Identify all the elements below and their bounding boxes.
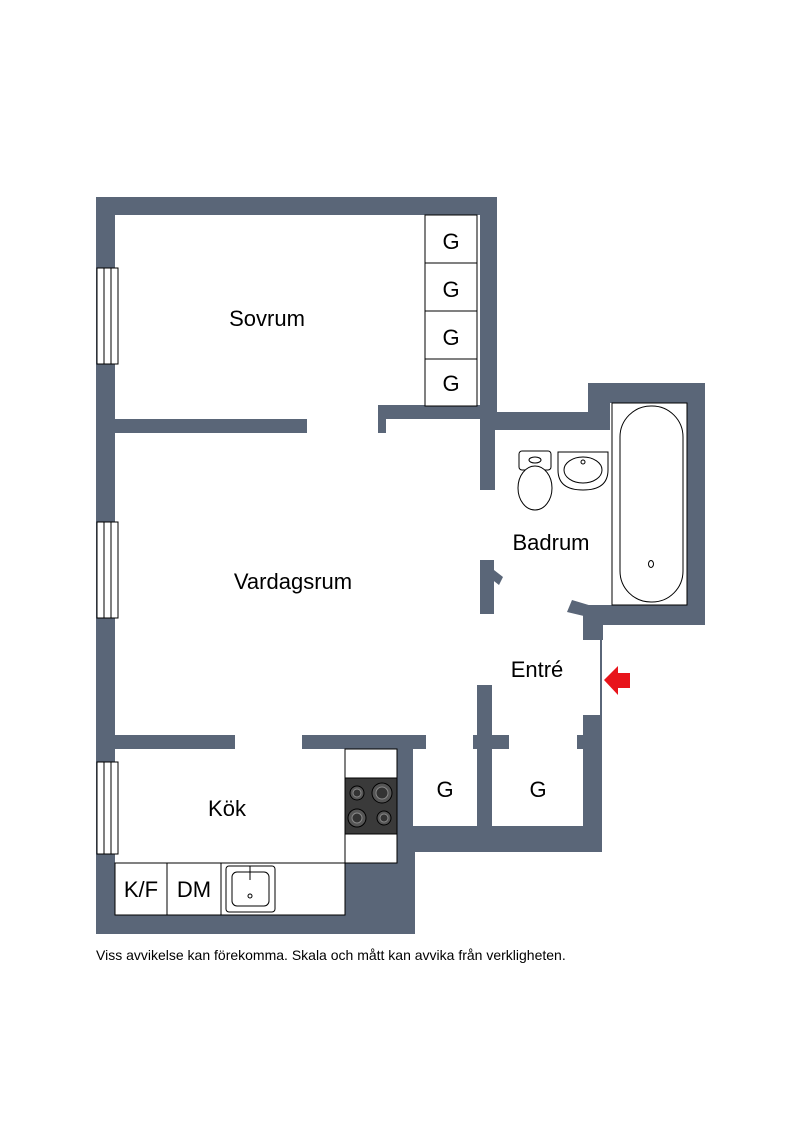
dishwasher: [166, 862, 222, 916]
toilet-icon: [517, 450, 553, 511]
windows: [96, 267, 119, 855]
walls: [96, 197, 705, 934]
wall-kitchen-living-left: [115, 735, 235, 749]
bedroom-wardrobes: [424, 214, 478, 407]
closet-label-hall-right: G: [529, 777, 546, 802]
disclaimer: Viss avvikelse kan förekomma. Skala och …: [96, 947, 566, 963]
window-icon: [96, 521, 119, 619]
wall-kitchen-living-right: [302, 735, 426, 749]
wardrobe-label: G: [442, 325, 459, 350]
wall-closet-top-right: [577, 735, 602, 749]
wall-bedroom-living-right: [378, 405, 488, 419]
room-label-badrum: Badrum: [512, 530, 589, 555]
fridge-freezer: [114, 862, 168, 916]
wardrobe: [424, 310, 478, 360]
wall-bedroom-living-left: [115, 419, 307, 433]
wardrobe-label: G: [442, 371, 459, 396]
window-icon: [96, 761, 119, 855]
wardrobe-label: G: [442, 277, 459, 302]
wall-bedroom-living-stub: [378, 405, 386, 433]
wardrobe-label: G: [442, 229, 459, 254]
wall-bathroom-floor: [583, 605, 603, 640]
fridge-freezer-label: K/F: [124, 877, 158, 902]
wall-bathroom-left-lower: [480, 560, 494, 614]
washbasin-icon: [557, 451, 609, 491]
wardrobe: [424, 262, 478, 312]
wall-kitchen-closet: [397, 735, 413, 835]
room-label-vardagsrum: Vardagsrum: [234, 569, 352, 594]
room-label-kok: Kök: [208, 796, 247, 821]
wall-closet-bottom: [413, 826, 588, 840]
sink-icon: [225, 865, 276, 913]
entry-arrow-icon: [604, 666, 630, 695]
kitchen-corner-block: [345, 863, 415, 934]
room-label-entre: Entré: [511, 657, 564, 682]
wall-closet-mid: [477, 685, 492, 835]
bathtub-icon: [611, 402, 688, 606]
closet-label-hall-left: G: [436, 777, 453, 802]
door-jamb-bath-1: [490, 570, 503, 585]
stove-icon: [344, 777, 398, 835]
dishwasher-label: DM: [177, 877, 211, 902]
window-icon: [96, 267, 119, 365]
room-label-sovrum: Sovrum: [229, 306, 305, 331]
wardrobe: [424, 358, 478, 407]
wall-bathroom-left: [480, 410, 495, 490]
